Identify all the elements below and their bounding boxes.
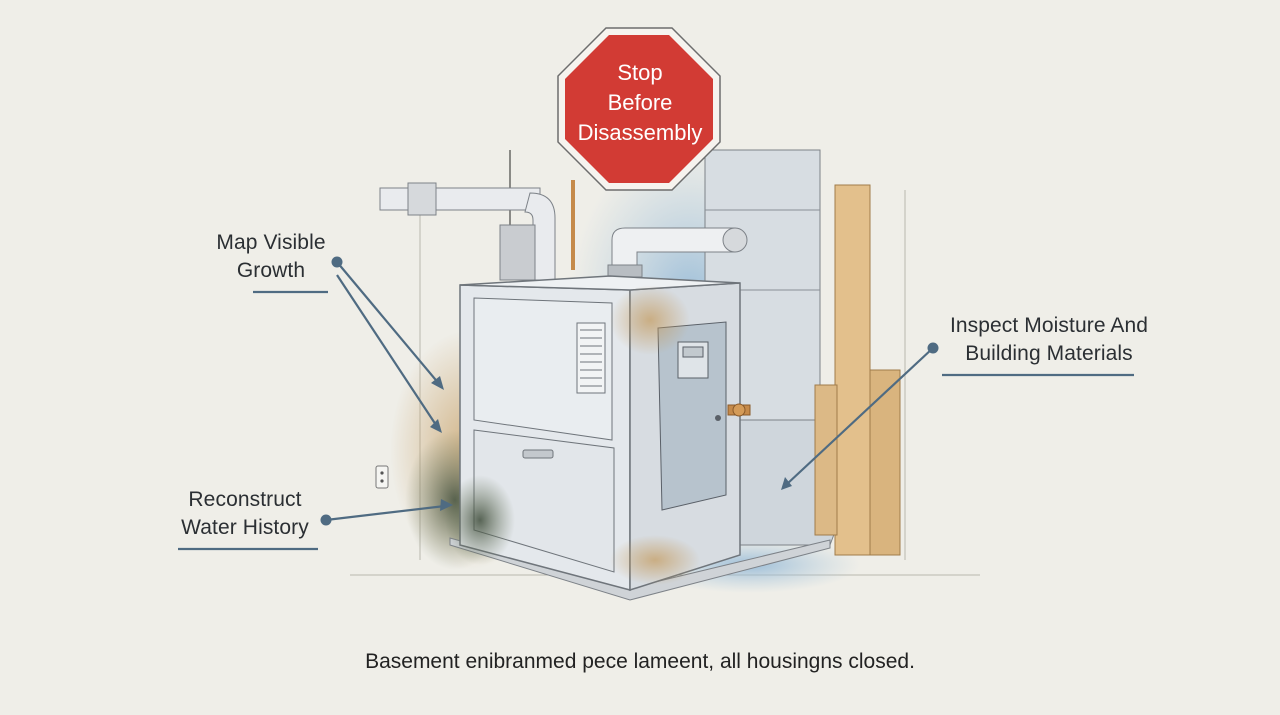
- exhaust-pipe: [607, 227, 748, 278]
- furnace-rust: [610, 285, 690, 355]
- callout-inspect-moisture: Inspect Moisture And Building Materials: [935, 312, 1163, 368]
- stop-sign-line-1: Stop: [617, 60, 663, 85]
- electrical-panel: [657, 321, 727, 511]
- stop-sign-line-3: Disassembly: [577, 120, 703, 145]
- door-handle: [522, 449, 554, 459]
- gas-valve: [727, 403, 751, 417]
- callout-markers: [320, 256, 939, 526]
- stop-sign-text: Stop Before Disassembly: [560, 58, 720, 148]
- callout-map-visible-growth: Map Visible Growth: [196, 229, 346, 285]
- furnace-rust-bottom: [610, 535, 700, 585]
- water-arrow: [325, 504, 446, 522]
- vent-louver: [576, 322, 606, 394]
- callout-water-line-2: Water History: [181, 516, 309, 539]
- growth-arrow-2: [336, 274, 439, 429]
- furnace-mold: [445, 475, 515, 565]
- figure-caption: Basement enibranmed pece lameent, all ho…: [365, 650, 915, 673]
- callout-lines: [178, 261, 1134, 551]
- wall-outlet: [375, 465, 389, 489]
- growth-arrow-1: [336, 261, 441, 386]
- stop-sign-face: [565, 35, 713, 183]
- callout-moisture-line-2: Building Materials: [965, 342, 1133, 365]
- wood-framing: [814, 184, 901, 556]
- callout-water-line-1: Reconstruct: [188, 488, 302, 511]
- callout-moisture-line-1: Inspect Moisture And: [949, 314, 1149, 337]
- flue-pipe: [379, 182, 556, 281]
- callout-growth-line-1: Map Visible: [216, 231, 326, 254]
- moisture-arrow: [786, 347, 934, 485]
- callout-growth-line-2: Growth: [236, 259, 306, 282]
- stop-sign: [557, 27, 721, 191]
- stop-sign-line-2: Before: [607, 90, 673, 115]
- callout-reconstruct-water-history: Reconstruct Water History: [170, 486, 320, 542]
